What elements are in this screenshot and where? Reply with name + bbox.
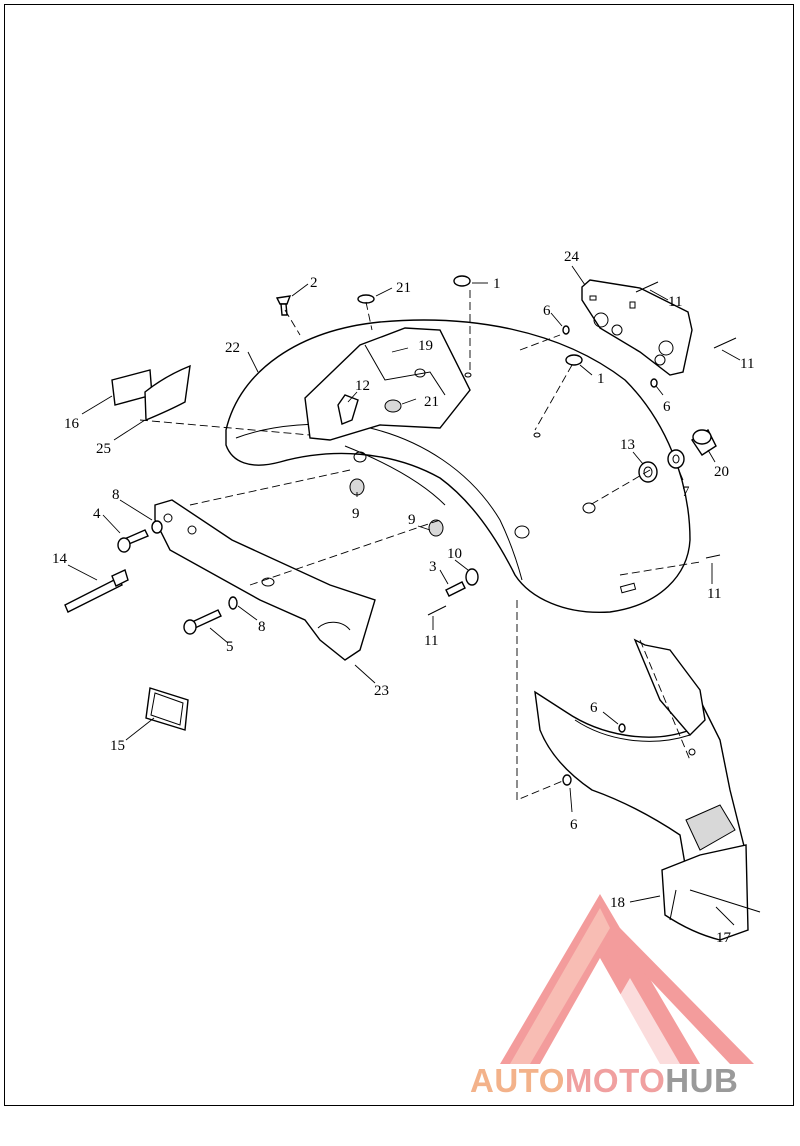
callout-label: 24	[564, 249, 580, 265]
reflector-part-15	[145, 687, 189, 731]
callout-label: 11	[740, 356, 754, 372]
callout-label: 21	[424, 394, 439, 410]
callout-label: 1	[597, 371, 605, 387]
callout-label: 22	[225, 340, 240, 356]
knob-part-20	[691, 428, 717, 456]
callout-label: 8	[258, 619, 266, 635]
assembly-lines	[139, 290, 701, 801]
callout-label: 1	[493, 276, 501, 292]
lamp-part-18	[669, 889, 677, 921]
screw-part-4	[117, 529, 149, 553]
washer-part-6	[562, 325, 658, 786]
callout-labels: 1 1 2 3 4 5 6 6 6 6 7 8 8 9 9 10 11 11 1…	[52, 249, 754, 946]
nut-part-21	[384, 399, 402, 413]
callout-label: 9	[352, 506, 360, 522]
license-plate-bracket-part-24	[581, 279, 693, 376]
callout-label: 3	[429, 559, 437, 575]
callout-label: 18	[610, 895, 625, 911]
callout-label: 8	[112, 487, 120, 503]
washer-part-7	[667, 449, 685, 469]
plug-part-1	[453, 275, 583, 366]
callout-label: 5	[226, 639, 234, 655]
callout-label: 6	[590, 700, 598, 716]
callout-label: 23	[374, 683, 389, 699]
watermark-text-hub: HUB	[665, 1062, 739, 1099]
callout-label: 17	[716, 930, 732, 946]
callout-label: 14	[52, 551, 68, 567]
diagram-frame	[4, 4, 794, 1106]
reflector-bracket-part-25	[144, 364, 191, 422]
callout-label: 10	[447, 546, 462, 562]
callout-label: 6	[570, 817, 578, 833]
callout-label: 11	[707, 586, 721, 602]
callout-label: 16	[64, 416, 80, 432]
watermark-text-auto: AUTO	[470, 1062, 565, 1099]
callout-label: 6	[663, 399, 671, 415]
clip-part-12	[337, 394, 359, 425]
watermark-text-moto: MOTO	[564, 1062, 666, 1099]
callout-label: 11	[424, 633, 438, 649]
callout-label: 20	[714, 464, 729, 480]
callout-label: 2	[310, 275, 318, 291]
callout-label: 25	[96, 441, 111, 457]
watermark-text: AUTOMOTOHUB	[470, 1062, 790, 1100]
callout-label: 9	[408, 512, 416, 528]
callout-label: 12	[355, 378, 370, 394]
clip-part-21-top	[357, 294, 375, 304]
washer-part-10	[465, 568, 479, 586]
wire-part-17	[689, 889, 761, 913]
screw-part-3	[445, 581, 466, 597]
screw-part-2	[275, 295, 292, 316]
grommet-part-13	[638, 461, 658, 483]
callout-label: 13	[620, 437, 635, 453]
stud-part-14	[64, 569, 129, 613]
washer-part-8	[151, 520, 238, 610]
callout-label: 4	[93, 506, 101, 522]
leader-lines	[67, 265, 741, 926]
callout-label: 6	[543, 303, 551, 319]
screw-part-5	[183, 609, 222, 635]
fender-extension	[534, 638, 749, 941]
callout-label: 11	[668, 294, 682, 310]
callout-label: 15	[110, 738, 125, 754]
callout-label: 7	[682, 484, 690, 500]
watermark-logo	[500, 894, 754, 1064]
callout-label: 21	[396, 280, 411, 296]
grommet-part-9	[349, 478, 444, 537]
wire-part-11	[427, 281, 737, 616]
callout-label: 19	[418, 338, 433, 354]
